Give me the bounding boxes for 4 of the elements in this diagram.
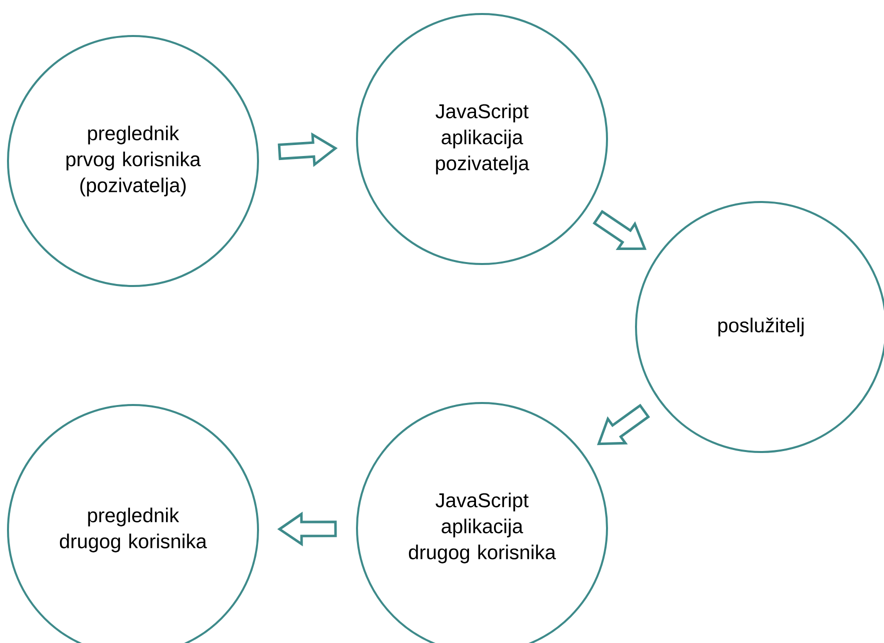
circle-node: JavaScript aplikacija pozivatelja bbox=[356, 13, 608, 265]
block-arrow bbox=[277, 512, 337, 546]
block-arrow bbox=[278, 132, 338, 168]
circle-node: preglednik prvog korisnika (pozivatelja) bbox=[7, 35, 259, 287]
